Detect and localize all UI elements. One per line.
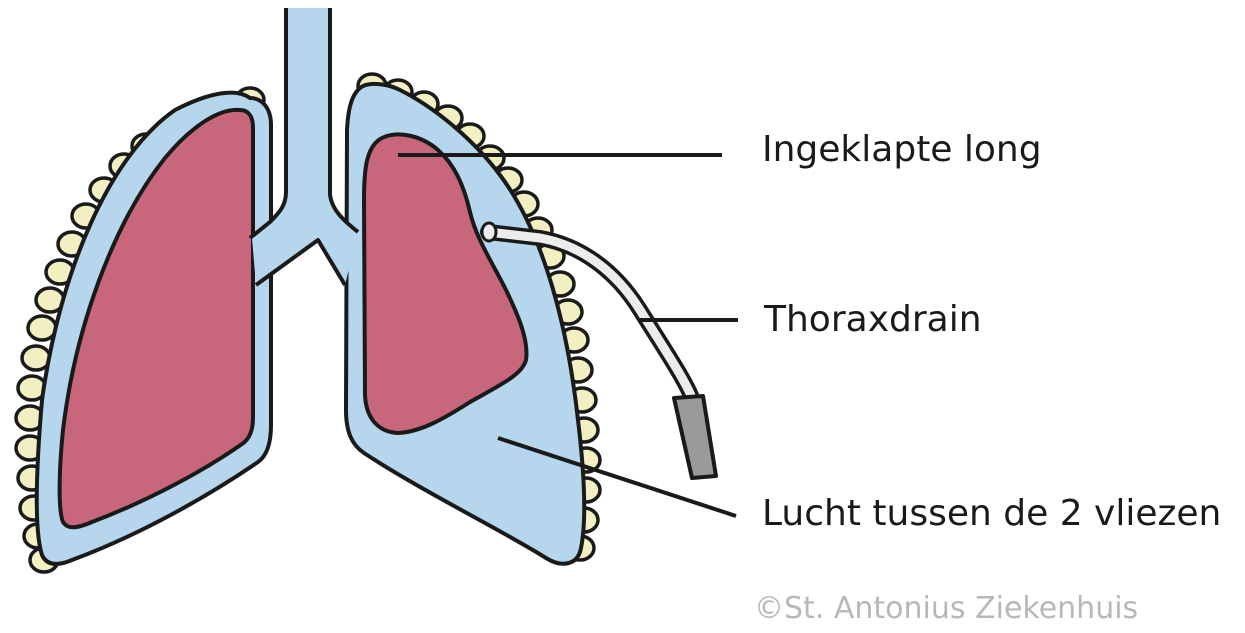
drain-end-piece: [674, 396, 716, 478]
label-chest-drain: Thoraxdrain: [764, 302, 982, 338]
label-collapsed-lung: Ingeklapte long: [762, 132, 1042, 168]
label-air-between-membranes: Lucht tussen de 2 vliezen: [762, 496, 1221, 532]
drain-tip: [482, 223, 496, 241]
copyright-notice: ©St. Antonius Ziekenhuis: [754, 594, 1138, 624]
